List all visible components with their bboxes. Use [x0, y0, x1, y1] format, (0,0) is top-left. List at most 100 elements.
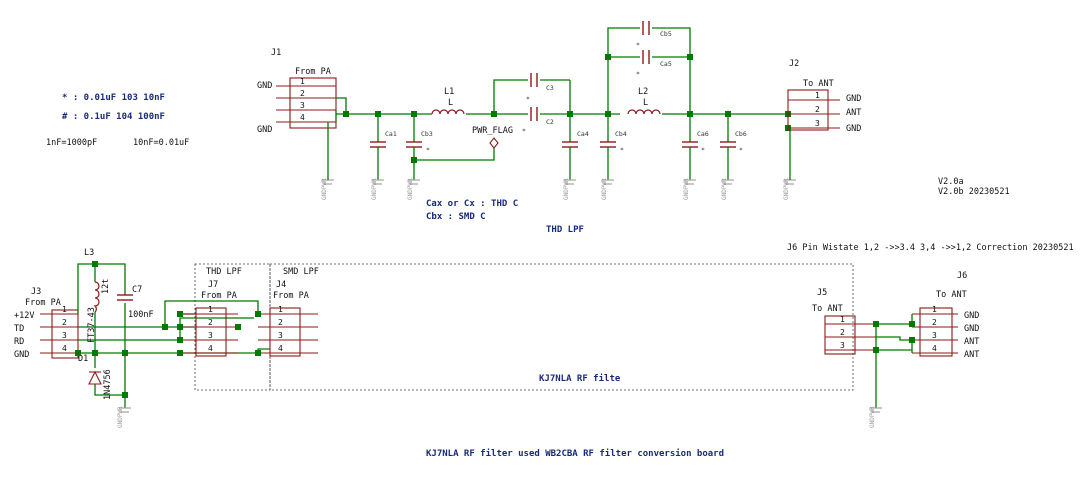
- j2-connector-body: [787, 89, 829, 131]
- gnd-label-8: GNDPWR: [783, 178, 790, 200]
- gndpwr-symbol-bottom-right: [870, 407, 882, 413]
- gndpwr-symbols-top: [322, 179, 796, 185]
- j1-connector-body: [289, 77, 337, 129]
- legend-star-note: * : 0.01uF 103 10nF: [62, 93, 165, 103]
- j5-pins: [825, 323, 876, 351]
- capacitor-c2: [530, 107, 538, 121]
- ref-cb4: Cb4: [615, 130, 627, 138]
- inductor-l3: [93, 281, 100, 313]
- j7-pin2: 2: [208, 318, 213, 327]
- j6-ant-4: ANT: [964, 350, 979, 360]
- j4-pin1: 1: [278, 305, 283, 314]
- gnd-label-4: GNDPWR: [563, 178, 570, 200]
- cb3-star: *: [426, 146, 430, 154]
- ca5-star: *: [636, 70, 640, 78]
- ref-j5: J5: [817, 288, 827, 298]
- j5-pin1: 1: [840, 315, 845, 324]
- shunt-caps: [370, 114, 736, 180]
- ref-j4: J4: [276, 280, 286, 290]
- inductor-l1: [431, 109, 465, 115]
- capacitor-c7: [117, 294, 133, 301]
- j1-pin4: 4: [300, 113, 305, 122]
- j3-from-pa: From PA: [25, 298, 61, 308]
- j2-gnd-3: GND: [846, 124, 861, 134]
- j3-pin1: 1: [62, 305, 67, 314]
- gnd-label-5: GNDPWR: [601, 178, 608, 200]
- gnd-label-6: GNDPWR: [683, 178, 690, 200]
- l3-turns: 12t: [101, 279, 111, 294]
- smd-lpf-box: [269, 263, 854, 391]
- j4-pin2: 2: [278, 318, 283, 327]
- kj7nla-box-label: KJ7NLA RF filte: [539, 373, 621, 384]
- j3-rd: RD: [14, 337, 24, 347]
- j6-to-ant: To ANT: [936, 290, 967, 300]
- pwr-flag-symbol: [414, 137, 499, 161]
- pwr-flag-star: *: [522, 127, 526, 135]
- j6-gnd-2: GND: [964, 324, 979, 334]
- inductor-l2: [627, 109, 661, 115]
- conversion-10nf: 10nF=0.01uF: [133, 138, 189, 148]
- ref-cb5: Cb5: [660, 30, 672, 38]
- ref-j2: J2: [789, 59, 799, 69]
- j6-pin4: 4: [932, 344, 937, 353]
- correction-note: J6 Pin Wistate 1,2 ->>3.4 3,4 ->>1,2 Cor…: [787, 243, 1074, 253]
- gnd-label-2: GNDPWR: [371, 178, 378, 200]
- ref-l3: L3: [84, 248, 94, 258]
- ref-l2: L2: [638, 87, 648, 97]
- j6-gnd-1: GND: [964, 311, 979, 321]
- ref-j6: J6: [957, 271, 967, 281]
- j3-pin2: 2: [62, 318, 67, 327]
- ref-j7: J7: [208, 280, 218, 290]
- j7-pin1: 1: [208, 305, 213, 314]
- j4-pin3: 3: [278, 331, 283, 340]
- diode-d1: [88, 370, 102, 385]
- gnd-label-3: GNDPWR: [407, 178, 414, 200]
- gnd-label-7: GNDPWR: [721, 178, 728, 200]
- ref-j3: J3: [31, 287, 41, 297]
- j4-from-pa: From PA: [273, 291, 309, 301]
- cb5-star: *: [636, 41, 640, 49]
- j5-pin3: 3: [840, 341, 845, 350]
- j6-ant-3: ANT: [964, 337, 979, 347]
- ref-c3: C3: [546, 84, 554, 92]
- d1-value: 1N4756: [103, 369, 113, 400]
- ref-j1: J1: [271, 48, 281, 58]
- ref-ca6: Ca6: [697, 130, 709, 138]
- bottom-title: KJ7NLA RF filter used WB2CBA RF filter c…: [426, 448, 724, 459]
- j7-pin3: 3: [208, 331, 213, 340]
- j7-connector-body: [195, 307, 227, 357]
- ref-cb3: Cb3: [421, 130, 433, 138]
- ref-ca1: Ca1: [385, 130, 397, 138]
- capacitor-c3: [530, 73, 538, 87]
- ref-d1: D1: [78, 354, 88, 364]
- j5-connector-body: [824, 315, 856, 355]
- legend-hash-note: # : 0.1uF 104 100nF: [62, 112, 165, 122]
- ref-ca4: Ca4: [577, 130, 589, 138]
- j6-pin2: 2: [932, 318, 937, 327]
- bottom-right-wiring: [875, 314, 913, 408]
- j2-pin2: 2: [815, 105, 820, 114]
- j2-ant: ANT: [846, 108, 861, 118]
- ref-l1: L1: [444, 87, 454, 97]
- pwr-flag-label: PWR_FLAG: [472, 126, 513, 136]
- j1-gnd-bottom: GND: [257, 125, 272, 135]
- j4-pin4: 4: [278, 344, 283, 353]
- j1-from-pa: From PA: [295, 67, 331, 77]
- j5-pin2: 2: [840, 328, 845, 337]
- j3-gnd: GND: [14, 350, 29, 360]
- j6-connector-body: [919, 307, 953, 357]
- cax-note: Cax or Cx : THD C: [426, 199, 518, 209]
- j2-pins: [788, 99, 840, 129]
- ref-ca5: Ca5: [660, 60, 672, 68]
- j1-pin3: 3: [300, 101, 305, 110]
- j1-pins: [276, 85, 336, 123]
- j6-pin1: 1: [932, 305, 937, 314]
- j7-pins: [182, 313, 238, 354]
- j6-pin3: 3: [932, 331, 937, 340]
- version-b: V2.0b 20230521: [938, 187, 1010, 197]
- gndpwr-symbol-bottom-left: [119, 407, 131, 413]
- j1-pin2: 2: [300, 89, 305, 98]
- ref-c2: C2: [546, 118, 554, 126]
- j3-pin4: 4: [62, 344, 67, 353]
- j2-pin1: 1: [815, 91, 820, 100]
